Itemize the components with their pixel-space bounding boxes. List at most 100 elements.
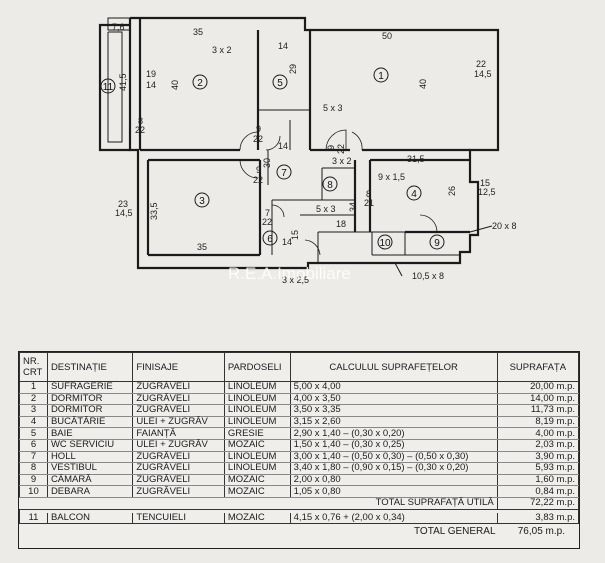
row-nr: 8 xyxy=(19,462,48,475)
dim-label: 22 xyxy=(135,125,145,135)
dim-label: 34 xyxy=(348,202,358,212)
row-pardoseli: MOZAIC xyxy=(223,439,291,452)
svg-text:2: 2 xyxy=(197,78,203,89)
dim-label: 40 xyxy=(170,80,180,90)
row-destinatie: DORMITOR xyxy=(46,393,134,406)
row-suprafata: 14,00 m.p. xyxy=(496,393,580,406)
row-nr: 6 xyxy=(19,439,48,452)
row-nr: 3 xyxy=(19,404,48,417)
total-general-label: TOTAL GENERAL xyxy=(414,526,496,537)
row-nr: 9 xyxy=(19,474,48,487)
room-1-label: 1 xyxy=(373,67,389,83)
row-suprafata: 3,90 m.p. xyxy=(496,451,580,464)
dim-label: 29 xyxy=(288,64,298,74)
row-destinatie: WC SERVICIU xyxy=(46,439,134,452)
dim-label: 14 xyxy=(278,141,288,151)
dim-label: 14,5 xyxy=(115,208,133,218)
total-util-label: TOTAL SUPRAFAȚĂ UTILĂ xyxy=(19,497,498,510)
dim-label: 9 xyxy=(256,165,261,175)
total-general-row: TOTAL GENERAL 76,05 m.p. xyxy=(19,522,579,544)
row-pardoseli: LINOLEUM xyxy=(223,416,291,429)
row-suprafata: 3,83 m.p. xyxy=(496,512,580,525)
dim-label: 5 x 3 xyxy=(316,204,336,214)
dim-label: 15 xyxy=(290,230,300,240)
watermark: R.E.A.Imobiliare xyxy=(228,264,351,283)
row-pardoseli: MOZAIC xyxy=(223,474,291,487)
total-general-value: 76,05 m.p. xyxy=(517,526,565,537)
row-calcul: 2,90 x 1,40 – (0,30 x 0,20) xyxy=(289,427,498,440)
dim-label: 41,5 xyxy=(118,73,128,91)
row-suprafata: 5,93 m.p. xyxy=(496,462,580,475)
floor-plan: 1 2 3 4 5 6 7 8 9 10 11 7,6 35 3 x 2 14 … xyxy=(98,16,517,285)
area-table-grid: NR. CRT DESTINAȚIE FINISAJE PARDOSELI CA… xyxy=(19,352,580,525)
room-7-label: 7 xyxy=(276,164,292,180)
area-table: NR. CRT DESTINAȚIE FINISAJE PARDOSELI CA… xyxy=(18,351,580,549)
dim-label: 12,5 xyxy=(478,187,496,197)
room-4-label: 4 xyxy=(406,185,422,201)
svg-text:8: 8 xyxy=(327,180,333,191)
svg-text:9: 9 xyxy=(434,238,440,249)
dim-label: 14 xyxy=(278,41,288,51)
table-header-row: NR. CRT DESTINAȚIE FINISAJE PARDOSELI CA… xyxy=(19,352,580,382)
dim-label: 18 xyxy=(336,219,346,229)
svg-text:6: 6 xyxy=(267,234,273,245)
row-destinatie: BUCĂTĂRIE xyxy=(46,416,134,429)
dim-label: 33,5 xyxy=(149,202,159,220)
dim-label: 35 xyxy=(197,242,207,252)
dim-label: 31,5 xyxy=(407,154,425,164)
col-header-pardoseli: PARDOSELI xyxy=(223,352,291,382)
row-nr: 4 xyxy=(19,416,48,429)
row-suprafata: 2,03 m.p. xyxy=(496,439,580,452)
row-pardoseli: GRESIE xyxy=(223,427,291,440)
dim-label: 50 xyxy=(382,31,392,41)
row-finisaje: ZUGRĂVELI xyxy=(132,474,225,487)
dim-label: 19 xyxy=(146,69,156,79)
room-10-label: 10 xyxy=(377,234,393,250)
row-suprafata: 0,84 m.p. xyxy=(496,485,580,498)
col-header-finisaje: FINISAJE xyxy=(132,352,225,382)
room-3-label: 3 xyxy=(194,192,210,208)
row-nr: 7 xyxy=(19,451,48,464)
row-pardoseli: LINOLEUM xyxy=(223,451,291,464)
total-util-row: TOTAL SUPRAFAȚĂ UTILĂ 72,22 m.p. xyxy=(19,497,580,510)
row-nr: 2 xyxy=(19,393,48,406)
row-finisaje: FAIANȚĂ xyxy=(132,427,225,440)
col-header-suprafata: SUPRAFAȚA xyxy=(496,352,580,382)
dim-label: 14 xyxy=(282,237,292,247)
row-suprafata: 20,00 m.p. xyxy=(496,381,580,394)
dim-label: 22 xyxy=(336,144,346,154)
svg-text:3: 3 xyxy=(199,196,205,207)
plan-walls xyxy=(98,16,500,270)
dimension-labels: 7,6 35 3 x 2 14 50 19 14 41,5 40 29 22 1… xyxy=(112,22,517,285)
dim-label: 3 x 2,5 xyxy=(282,275,309,285)
dim-label: 5 x 3 xyxy=(323,103,343,113)
row-suprafata: 8,19 m.p. xyxy=(496,416,580,429)
row-destinatie: HOLL xyxy=(46,451,134,464)
row-finisaje: ULEI + ZUGRĂV xyxy=(132,416,225,429)
dim-label: 35 xyxy=(193,27,203,37)
row-pardoseli: MOZAIC xyxy=(223,485,291,498)
plan-doors xyxy=(239,129,438,256)
dim-label: 40 xyxy=(418,79,428,89)
row-pardoseli: LINOLEUM xyxy=(223,462,291,475)
dim-label: 21 xyxy=(364,198,374,208)
total-util-value: 72,22 m.p. xyxy=(496,497,580,510)
row-suprafata: 11,73 m.p. xyxy=(496,404,580,417)
room-2-label: 2 xyxy=(192,74,208,90)
row-pardoseli: LINOLEUM xyxy=(223,404,291,417)
row-nr: 10 xyxy=(19,485,48,498)
row-calcul: 2,00 x 0,80 xyxy=(289,474,498,487)
row-pardoseli: LINOLEUM xyxy=(223,393,291,406)
row-destinatie: BAIE xyxy=(46,427,134,440)
dim-label: 14 xyxy=(146,80,156,90)
row-calcul: 3,15 x 2,60 xyxy=(289,416,498,429)
dim-label: 22 xyxy=(262,217,272,227)
row-pardoseli: LINOLEUM xyxy=(223,381,291,394)
row-finisaje: ZUGRĂVELI xyxy=(132,404,225,417)
svg-text:11: 11 xyxy=(103,82,114,93)
row-nr: 5 xyxy=(19,427,48,440)
